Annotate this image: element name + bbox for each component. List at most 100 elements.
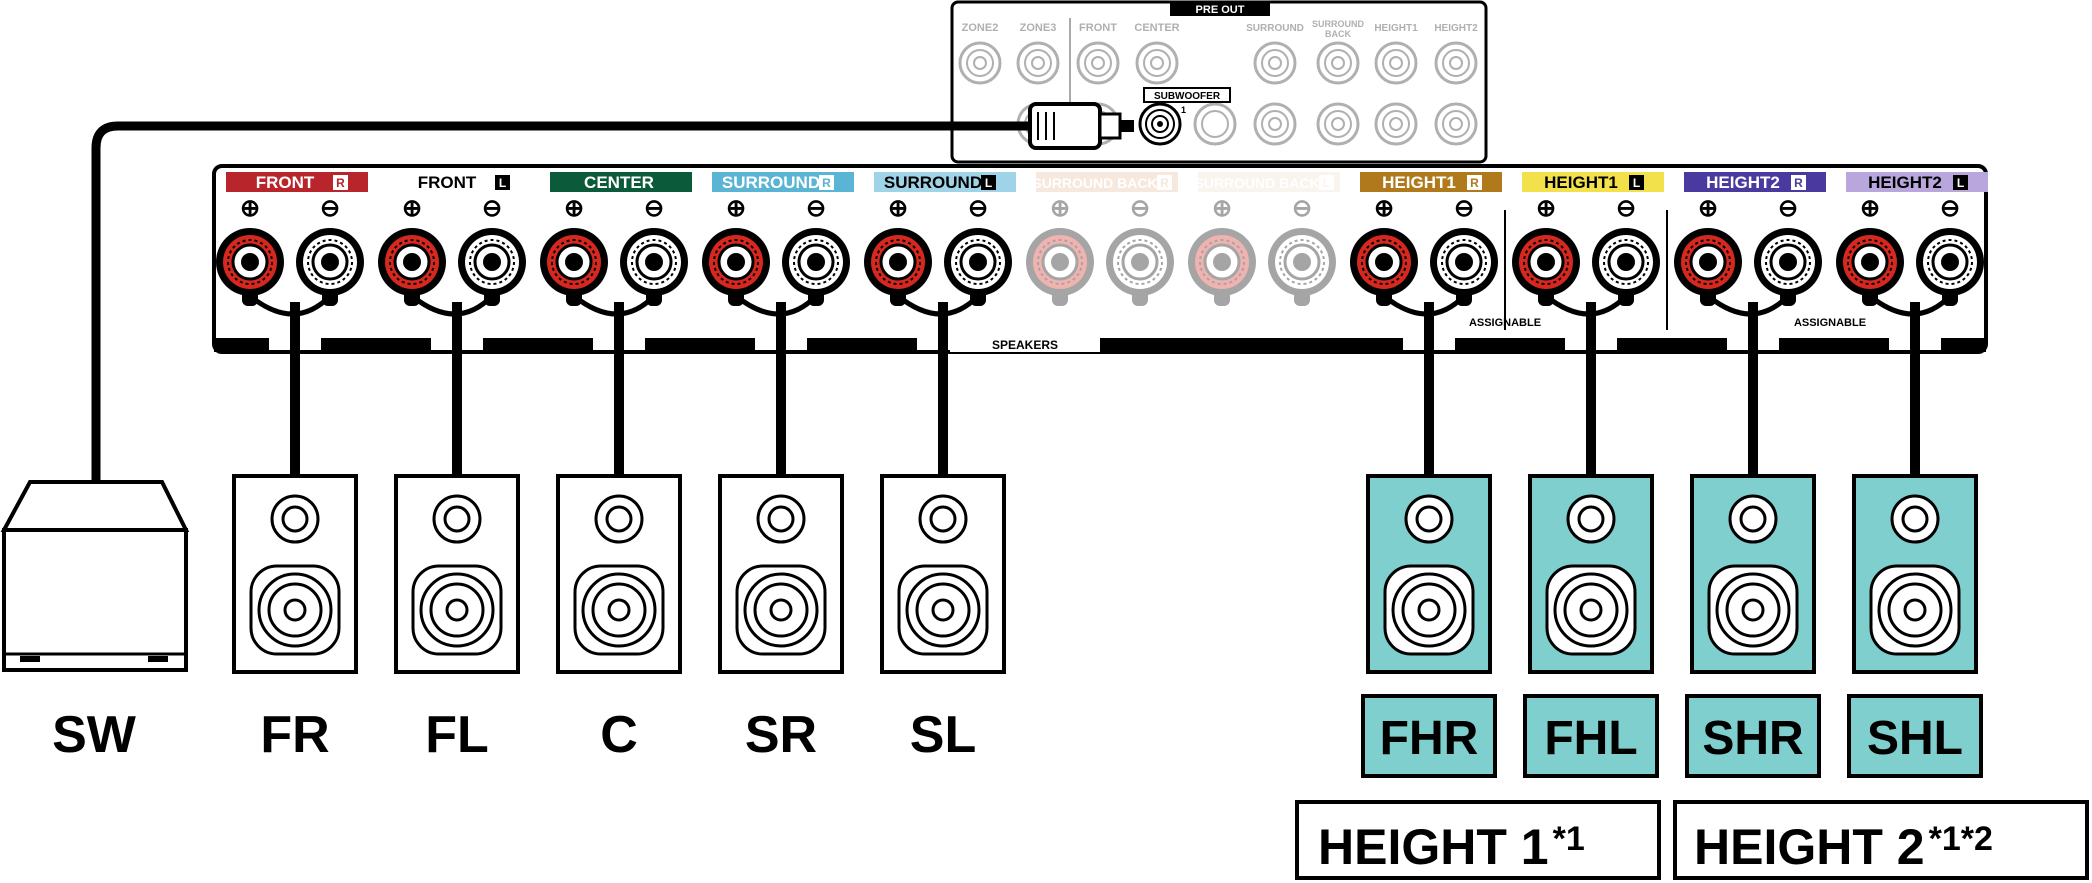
minus-symbol: ⊖ [320, 195, 340, 222]
minus-symbol: ⊖ [1778, 195, 1798, 222]
plus-symbol: ⊕ [1212, 195, 1232, 222]
channel-label: HEIGHT1 [1544, 173, 1618, 192]
pre-out-label-surround: SURROUND [1246, 23, 1304, 34]
plus-terminal [1350, 228, 1418, 306]
channel-side-badge: R [336, 176, 345, 190]
svg-text:HEIGHT 2*1*2: HEIGHT 2*1*2 [1694, 819, 1993, 875]
channel-side-badge: R [1160, 176, 1169, 190]
plus-symbol: ⊕ [564, 195, 584, 222]
channel-side-badge: L [1323, 176, 1330, 190]
pre-out-jack [1434, 41, 1478, 85]
pre-out-jack [1253, 41, 1297, 85]
plus-terminal [1026, 228, 1094, 306]
subwoofer-speaker [0, 480, 190, 672]
channel-label: SURROUND [884, 173, 982, 192]
front-speaker [232, 474, 358, 674]
plus-symbol: ⊕ [888, 195, 908, 222]
height-speaker [1528, 474, 1654, 674]
plus-terminal [540, 228, 608, 306]
pre-out-jack [1316, 41, 1360, 85]
height-speaker [1366, 474, 1492, 674]
speakers-label: SPEAKERS [992, 338, 1058, 352]
subwoofer-cable [91, 102, 1134, 482]
speaker-label: C [600, 706, 638, 764]
pre-out-jack [1434, 102, 1478, 146]
minus-terminal [1592, 228, 1660, 306]
height-speaker [1690, 474, 1816, 674]
group-label-height2: HEIGHT 2*1*2 [1673, 800, 2089, 880]
speaker-label: FR [260, 706, 329, 764]
assignable-label-height2: ASSIGNABLE [1794, 317, 1866, 329]
plus-terminal [702, 228, 770, 306]
speaker-label: SR [745, 706, 817, 764]
minus-symbol: ⊖ [968, 195, 988, 222]
minus-symbol: ⊖ [806, 195, 826, 222]
height-speaker [1852, 474, 1978, 674]
channel-side-badge: L [1633, 176, 1640, 190]
plus-terminal [1836, 228, 1904, 306]
pre-out-label-surround-back-1: SURROUND [1312, 19, 1365, 29]
channel-label: FRONT [256, 173, 315, 192]
pre-out-jack [1193, 102, 1237, 146]
minus-symbol: ⊖ [1940, 195, 1960, 222]
plus-symbol: ⊕ [1536, 195, 1556, 222]
pre-out-jack [1374, 41, 1418, 85]
pre-out-label-zone2: ZONE2 [962, 22, 999, 34]
group-text-height2: HEIGHT 2 [1694, 819, 1925, 875]
channel-label: SURROUND [722, 173, 820, 192]
height-speaker-label-text: SHL [1867, 712, 1963, 765]
terminal-channel: FRONT R ⊕ ⊖ [216, 172, 368, 317]
height-speaker-label: SHL [1847, 694, 1983, 778]
height-speaker-labels: FHR FHL SHR SHL [1361, 694, 1983, 778]
pre-out-label-height1: HEIGHT1 [1374, 23, 1418, 34]
pre-out-title: PRE OUT [1196, 4, 1245, 16]
plus-terminal [216, 228, 284, 306]
subwoofer-jack-number: 1 [1181, 105, 1186, 115]
height-speaker-label-text: FHR [1380, 712, 1479, 765]
channel-side-badge: L [1957, 176, 1964, 190]
group-note-height2: *1*2 [1929, 820, 1993, 858]
assignable-label-height1: ASSIGNABLE [1469, 317, 1541, 329]
pre-out-jack [1076, 41, 1120, 85]
group-label-height1: HEIGHT 1*1 [1295, 800, 1661, 880]
minus-terminal [1106, 228, 1174, 306]
terminal-channel: CENTER⊕⊖ [540, 172, 692, 317]
minus-terminal [1916, 228, 1984, 306]
channel-side-badge: R [1794, 176, 1803, 190]
pre-out-label-height2: HEIGHT2 [1434, 23, 1478, 34]
speaker-label-sw: SW [52, 706, 137, 764]
minus-terminal [782, 228, 850, 306]
front-speaker [556, 474, 682, 674]
panel-bottom-bar [214, 338, 1986, 352]
plus-symbol: ⊕ [1374, 195, 1394, 222]
channel-side-badge: L [499, 176, 506, 190]
pre-out-label-front: FRONT [1079, 22, 1117, 34]
group-note-height1: *1 [1553, 820, 1585, 858]
plus-symbol: ⊕ [1860, 195, 1880, 222]
minus-terminal [944, 228, 1012, 306]
speaker-label: SL [910, 706, 976, 764]
channel-label: CENTER [584, 173, 654, 192]
pre-out-jack [1253, 102, 1297, 146]
pre-out-jack [1135, 41, 1179, 85]
group-text-height1: HEIGHT 1 [1318, 819, 1549, 875]
plus-symbol: ⊕ [726, 195, 746, 222]
minus-symbol: ⊖ [482, 195, 502, 222]
pre-out-label-surround-back-2: BACK [1325, 29, 1351, 39]
plus-symbol: ⊕ [240, 195, 260, 222]
channel-label: SURROUND BACK [1032, 175, 1157, 191]
channel-side-badge: L [985, 176, 992, 190]
height-speaker-label: SHR [1685, 694, 1821, 778]
height-speaker-label: FHL [1523, 694, 1659, 778]
channel-label: HEIGHT1 [1382, 173, 1456, 192]
channel-side-badge: R [822, 176, 831, 190]
minus-symbol: ⊖ [1292, 195, 1312, 222]
